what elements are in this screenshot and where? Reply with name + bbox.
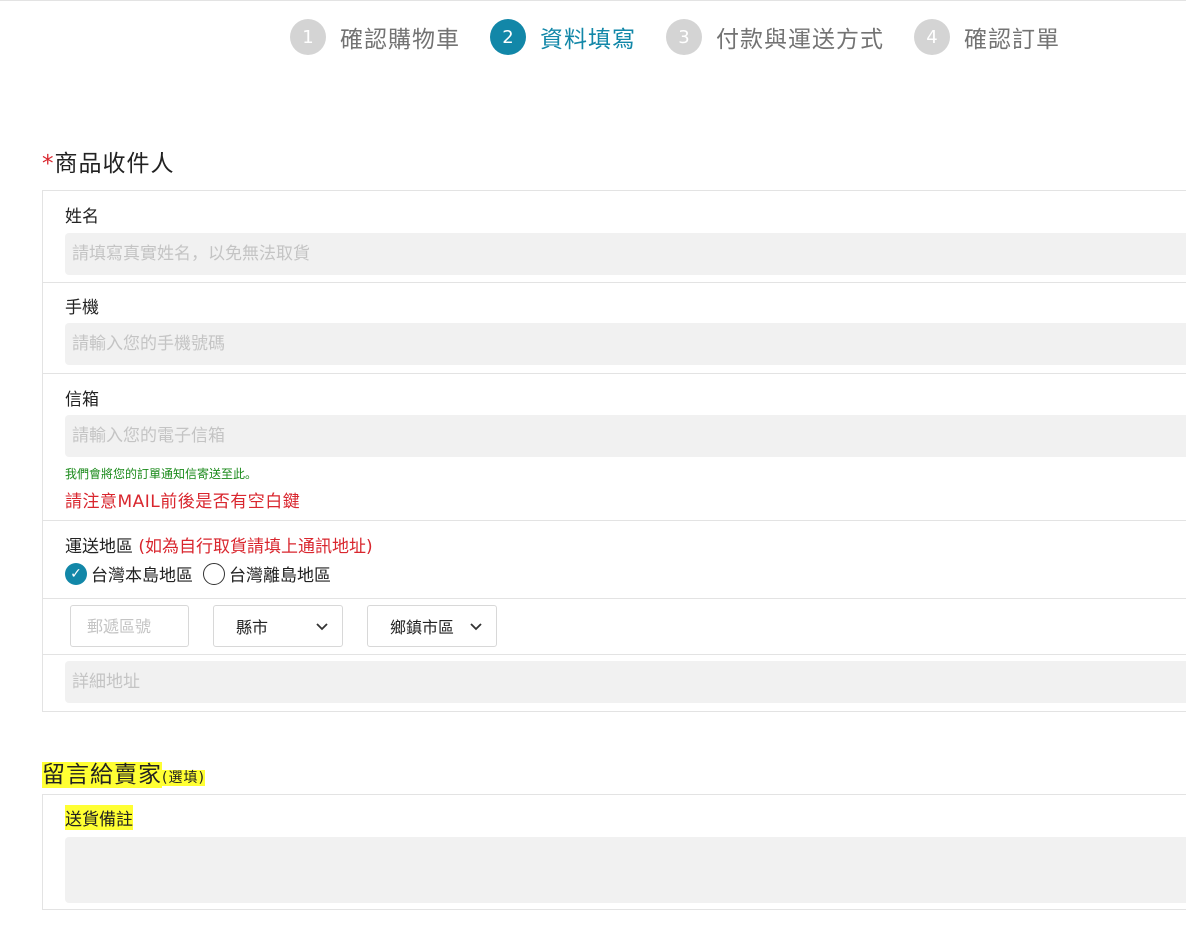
recipient-form: 姓名 手機 信箱 我們會將您的訂單通知信寄送至此。 請注意MAIL前後是否有空白…: [42, 190, 1186, 712]
zip-code-input[interactable]: [70, 605, 189, 647]
phone-label: 手機: [65, 298, 99, 318]
optional-tag: (選填): [162, 770, 205, 786]
recipient-title: 商品收件人: [54, 151, 175, 177]
address-selects-row: 縣市 鄉鎮市區: [43, 599, 1186, 655]
message-section-title: 留言給賣家(選填): [42, 755, 205, 789]
message-title: 留言給賣家: [42, 762, 162, 788]
delivery-note-input[interactable]: [65, 837, 1186, 903]
step-label: 確認購物車: [340, 27, 460, 53]
step-number: 1: [290, 19, 326, 55]
email-note: 我們會將您的訂單通知信寄送至此。: [65, 467, 258, 481]
step-number: 3: [666, 19, 702, 55]
step-confirm-cart: 1 確認購物車: [290, 19, 460, 55]
phone-row: 手機: [43, 283, 1186, 374]
name-row: 姓名: [43, 191, 1186, 283]
city-select[interactable]: 縣市: [213, 605, 343, 647]
checkout-steps: 1 確認購物車 2 資料填寫 3 付款與運送方式 4 確認訂單: [290, 19, 1090, 55]
email-warning: 請注意MAIL前後是否有空白鍵: [65, 492, 301, 512]
region-label-text: 運送地區: [65, 537, 133, 557]
region-label: 運送地區 (如為自行取貨請填上通訊地址): [65, 532, 373, 557]
step-fill-info: 2 資料填寫: [490, 19, 636, 55]
name-input[interactable]: [65, 233, 1186, 275]
step-confirm-order: 4 確認訂單: [914, 19, 1060, 55]
address-row: [43, 655, 1186, 711]
delivery-note-label: 送貨備註: [65, 805, 133, 830]
phone-input[interactable]: [65, 323, 1186, 365]
step-number: 4: [914, 19, 950, 55]
region-options: ✓ 台灣本島地區 台灣離島地區: [65, 561, 331, 586]
email-row: 信箱 我們會將您的訂單通知信寄送至此。 請注意MAIL前後是否有空白鍵: [43, 374, 1186, 521]
region-option-main-island[interactable]: 台灣本島地區: [91, 566, 193, 586]
email-label: 信箱: [65, 390, 99, 410]
message-form: 送貨備註: [42, 794, 1186, 910]
district-select-value: 鄉鎮市區: [390, 618, 455, 637]
region-option-outlying-islands[interactable]: 台灣離島地區: [229, 566, 331, 586]
region-hint: (如為自行取貨請填上通訊地址): [138, 537, 373, 557]
radio-checked-icon[interactable]: ✓: [65, 562, 87, 585]
step-label: 付款與運送方式: [716, 27, 884, 53]
step-label: 資料填寫: [540, 27, 636, 53]
step-label: 確認訂單: [964, 27, 1060, 53]
address-input[interactable]: [65, 661, 1186, 703]
step-number: 2: [490, 19, 526, 55]
chevron-down-icon: [470, 623, 482, 631]
region-row: 運送地區 (如為自行取貨請填上通訊地址) ✓ 台灣本島地區 台灣離島地區: [43, 521, 1186, 599]
required-mark: *: [42, 151, 55, 177]
top-divider: [0, 0, 1186, 1]
recipient-section-title: *商品收件人: [42, 144, 175, 178]
name-label: 姓名: [65, 207, 99, 227]
chevron-down-icon: [316, 623, 328, 631]
step-payment-shipping: 3 付款與運送方式: [666, 19, 884, 55]
district-select[interactable]: 鄉鎮市區: [367, 605, 497, 647]
city-select-value: 縣市: [236, 618, 269, 637]
radio-unchecked-icon[interactable]: [203, 562, 225, 585]
email-input[interactable]: [65, 415, 1186, 457]
